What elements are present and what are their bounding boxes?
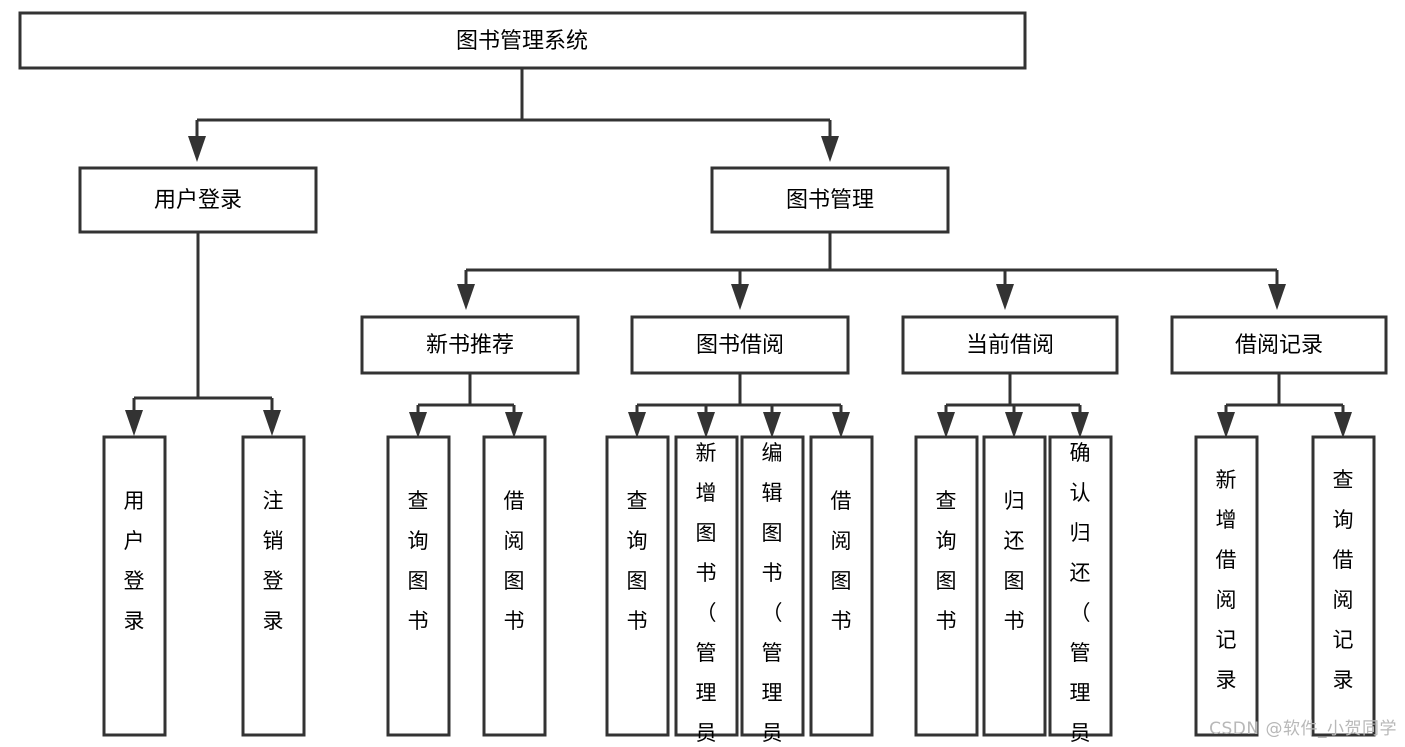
leaf-user-logout-box <box>241 435 306 737</box>
leaf-add-record[interactable]: 新增借阅记录 <box>1194 435 1259 737</box>
leaf-query-book-2-box <box>605 435 670 737</box>
leaf-user-logout[interactable]: 注销登录 <box>241 435 306 737</box>
node-borrow-record-box <box>1170 315 1388 375</box>
leaf-borrow-book-2[interactable]: 借阅图书 <box>809 435 874 737</box>
leaf-borrow-book-1-label: 借阅图书 <box>504 489 525 633</box>
leaf-confirm-return-label: 确认归还（管理员） <box>1070 441 1091 747</box>
leaf-query-book-2[interactable]: 查询图书 <box>605 435 670 737</box>
arrow-icon-borrow-record <box>1268 284 1286 310</box>
leaf-edit-book-label: 编辑图书（管理员） <box>762 441 783 747</box>
leaf-edit-book-box <box>740 435 805 737</box>
leaf-query-record-box <box>1311 435 1376 737</box>
leaf-query-book-2-label: 查询图书 <box>627 489 648 633</box>
node-book-borrow-box <box>630 315 850 375</box>
leaf-add-book-label: 新增图书（管理员） <box>696 441 717 747</box>
leaf-query-book-3[interactable]: 查询图书 <box>914 435 979 737</box>
node-borrow-record[interactable]: 借阅记录 <box>1170 315 1388 375</box>
node-book-management-label: 图书管理 <box>786 188 874 213</box>
leaf-query-record-label: 查询借阅记录 <box>1333 468 1354 692</box>
leaf-query-book-1-box <box>386 435 451 737</box>
node-book-borrow[interactable]: 图书借阅 <box>630 315 850 375</box>
arrow-icon-leaf-query-book-1 <box>409 412 427 438</box>
arrow-icon-leaf-user-login <box>125 410 143 436</box>
arrow-icon-leaf-add-book <box>697 412 715 438</box>
node-current-borrow-box <box>901 315 1119 375</box>
leaf-add-book-box <box>674 435 739 737</box>
edges-user-login-to-leaves <box>125 232 281 436</box>
node-book-management[interactable]: 图书管理 <box>710 166 950 234</box>
leaf-user-logout-label: 注销登录 <box>263 489 284 633</box>
leaf-borrow-book-1-box <box>482 435 547 737</box>
leaf-query-book-3-box <box>914 435 979 737</box>
edges-book-management-to-level3 <box>457 232 1286 310</box>
node-current-borrow[interactable]: 当前借阅 <box>901 315 1119 375</box>
arrow-icon-leaf-user-logout <box>263 410 281 436</box>
arrow-icon-leaf-borrow-book-2 <box>832 412 850 438</box>
node-user-login[interactable]: 用户登录 <box>78 166 318 234</box>
leaf-return-book[interactable]: 归还图书 <box>982 435 1047 737</box>
node-new-book-recommend[interactable]: 新书推荐 <box>360 315 580 375</box>
arrow-icon-new-book-recommend <box>457 284 475 310</box>
leaf-user-login-label: 用户登录 <box>124 489 145 633</box>
arrow-icon-leaf-return-book <box>1005 412 1023 438</box>
node-new-book-recommend-box <box>360 315 580 375</box>
node-root-box <box>18 11 1027 70</box>
arrow-icon-user-login <box>188 136 206 162</box>
leaf-borrow-book-1[interactable]: 借阅图书 <box>482 435 547 737</box>
leaf-return-book-box <box>982 435 1047 737</box>
leaf-add-book[interactable]: 新增图书（管理员） <box>674 435 739 747</box>
leaf-user-login[interactable]: 用户登录 <box>102 435 167 737</box>
edges-new-book-recommend-to-leaves <box>409 373 523 438</box>
arrow-icon-leaf-edit-book <box>763 412 781 438</box>
leaf-query-record[interactable]: 查询借阅记录 <box>1311 435 1376 737</box>
leaf-borrow-book-2-label: 借阅图书 <box>831 489 852 633</box>
node-user-login-label: 用户登录 <box>154 188 242 213</box>
leaf-query-book-3-label: 查询图书 <box>936 489 957 633</box>
leaf-add-record-box <box>1194 435 1259 737</box>
node-book-borrow-label: 图书借阅 <box>696 333 784 358</box>
leaf-confirm-return-box <box>1048 435 1113 737</box>
arrow-icon-current-borrow <box>996 284 1014 310</box>
edges-root-to-level2 <box>188 68 839 162</box>
node-book-management-box <box>710 166 950 234</box>
arrow-icon-leaf-query-record <box>1334 412 1352 438</box>
node-root-system[interactable]: 图书管理系统 <box>18 11 1027 70</box>
leaf-user-login-box <box>102 435 167 737</box>
leaf-query-book-1-label: 查询图书 <box>408 489 429 633</box>
node-current-borrow-label: 当前借阅 <box>966 333 1054 358</box>
arrow-icon-leaf-query-book-3 <box>937 412 955 438</box>
leaf-confirm-return[interactable]: 确认归还（管理员） <box>1048 435 1113 747</box>
edges-book-borrow-to-leaves <box>628 373 850 438</box>
leaf-query-book-1[interactable]: 查询图书 <box>386 435 451 737</box>
leaf-borrow-book-2-box <box>809 435 874 737</box>
arrow-icon-leaf-add-record <box>1217 412 1235 438</box>
arrow-icon-leaf-borrow-book-1 <box>505 412 523 438</box>
edges-current-borrow-to-leaves <box>937 373 1089 438</box>
leaf-add-record-label: 新增借阅记录 <box>1216 468 1237 692</box>
arrow-icon-leaf-confirm-return <box>1071 412 1089 438</box>
leaf-return-book-label: 归还图书 <box>1004 489 1025 633</box>
leaf-edit-book[interactable]: 编辑图书（管理员） <box>740 435 805 747</box>
arrow-icon-book-borrow <box>731 284 749 310</box>
node-root-label: 图书管理系统 <box>456 29 588 54</box>
node-borrow-record-label: 借阅记录 <box>1235 333 1323 358</box>
edges-borrow-record-to-leaves <box>1217 373 1352 438</box>
node-new-book-recommend-label: 新书推荐 <box>426 333 514 358</box>
arrow-icon-leaf-query-book-2 <box>628 412 646 438</box>
arrow-icon-book-management <box>821 136 839 162</box>
